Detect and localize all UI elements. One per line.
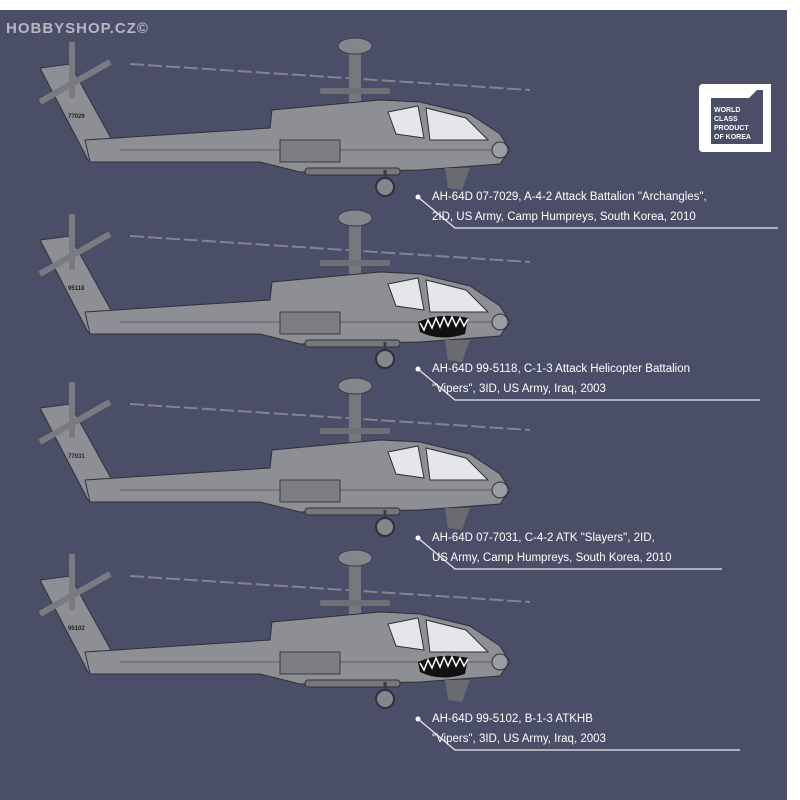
rotor-mast: [349, 50, 361, 105]
caption-line: 2ID, US Army, Camp Humpreys, South Korea…: [432, 211, 696, 223]
caption-line: AH-64D 07-7031, C-4-2 ATK "Slayers", 2ID…: [432, 532, 655, 544]
tail-rotor-blade: [38, 571, 112, 617]
tail-rotor-blade: [38, 59, 112, 105]
rotor-mast: [349, 222, 361, 277]
radar-dome: [337, 377, 373, 395]
tail-number: 95102: [68, 626, 85, 632]
watermark: HOBBYSHOP.CZ©: [6, 20, 149, 37]
canopy-window: [425, 619, 490, 653]
shark-mouth: [418, 315, 468, 338]
main-rotor-blade: [129, 63, 531, 91]
engine-panel: [279, 651, 341, 675]
radar-dome: [337, 549, 373, 567]
callout-line: [417, 537, 722, 570]
tail-number: 77031: [68, 454, 85, 460]
logo-line: OF KOREA: [714, 134, 751, 141]
tail-number: 77029: [68, 114, 85, 120]
rotor-hub: [320, 600, 390, 606]
radar-dome: [337, 209, 373, 227]
helicopter: 95102: [38, 549, 531, 709]
rotor-hub: [320, 260, 390, 266]
caption-3: AH-64D 07-7031, C-4-2 ATK "Slayers", 2ID…: [432, 528, 671, 568]
tail-rotor-blade: [38, 231, 112, 277]
landing-wheel: [375, 177, 395, 197]
caption-line: "Vipers", 3ID, US Army, Iraq, 2003: [432, 733, 606, 745]
callout-line: [417, 718, 740, 751]
logo-line: CLASS: [714, 116, 738, 123]
main-rotor-blade: [129, 575, 531, 603]
nose-sensor: [491, 313, 509, 331]
rotor-hub: [320, 428, 390, 434]
canopy-window: [387, 277, 425, 311]
canopy-window: [425, 279, 490, 313]
landing-wheel: [375, 349, 395, 369]
rotor-hub: [320, 88, 390, 94]
logo-line: PRODUCT: [714, 125, 749, 132]
stub-wing: [304, 167, 401, 176]
stub-wing: [304, 339, 401, 348]
caption-line: AH-64D 99-5118, C-1-3 Attack Helicopter …: [432, 363, 691, 375]
radar-dome: [337, 37, 373, 55]
main-rotor-blade: [129, 235, 531, 263]
caption-line: AH-64D 99-5102, B-1-3 ATKHB: [432, 713, 593, 725]
callout-line: [417, 196, 778, 229]
chin-gun: [445, 508, 470, 530]
tail-number: 95118: [68, 286, 85, 292]
rotor-mast: [349, 562, 361, 617]
callout-line: [417, 368, 760, 401]
caption-4: AH-64D 99-5102, B-1-3 ATKHB "Vipers", 3I…: [432, 709, 606, 749]
shark-teeth: [419, 655, 469, 672]
world-class-logo: WORLD CLASS PRODUCT OF KOREA: [699, 84, 771, 152]
caption-line: US Army, Camp Humpreys, South Korea, 201…: [432, 552, 672, 564]
stub-wing: [304, 507, 401, 516]
landing-wheel: [375, 517, 395, 537]
shark-teeth: [419, 315, 469, 332]
nose-sensor: [491, 653, 509, 671]
helicopter: 77029: [38, 37, 531, 197]
canopy-window: [425, 447, 490, 481]
caption-line: AH-64D 07-7029, A-4-2 Attack Battalion "…: [432, 191, 707, 203]
rotor-mast: [349, 390, 361, 445]
stub-wing: [304, 679, 401, 688]
caption-line: "Vipers", 3ID, US Army, Iraq, 2003: [432, 383, 606, 395]
helicopter: 95118: [38, 209, 531, 369]
canopy-window: [387, 445, 425, 479]
chin-gun: [445, 340, 470, 362]
chin-gun: [445, 680, 470, 702]
caption-1: AH-64D 07-7029, A-4-2 Attack Battalion "…: [432, 187, 707, 227]
chin-gun: [445, 168, 470, 190]
canopy-window: [425, 107, 490, 141]
nose-sensor: [491, 481, 509, 499]
nose-sensor: [491, 141, 509, 159]
engine-panel: [279, 311, 341, 335]
canopy-window: [387, 617, 425, 651]
tail-rotor-blade: [38, 399, 112, 445]
engine-panel: [279, 139, 341, 163]
shark-mouth: [418, 655, 468, 678]
helicopter: 77031: [38, 377, 531, 537]
canopy-window: [387, 105, 425, 139]
landing-wheel: [375, 689, 395, 709]
main-rotor-blade: [129, 403, 531, 431]
caption-2: AH-64D 99-5118, C-1-3 Attack Helicopter …: [432, 359, 690, 399]
logo-line: WORLD: [714, 107, 740, 114]
engine-panel: [279, 479, 341, 503]
